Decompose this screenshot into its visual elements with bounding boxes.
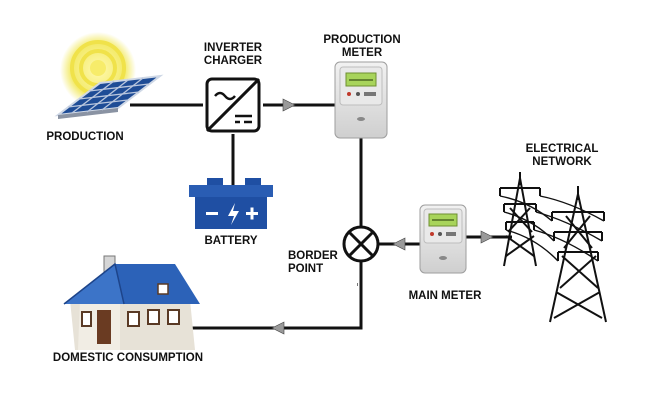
- inverter-label-line1: INVERTER: [203, 42, 263, 54]
- solar-panel-icon: [54, 74, 164, 119]
- power-wires: [499, 195, 605, 262]
- electrical-network-icon: [499, 172, 607, 323]
- stray-mark: [357, 283, 358, 286]
- arrow-to-border-point: [392, 237, 406, 251]
- domestic-consumption-label-text: DOMESTIC CONSUMPTION: [52, 352, 204, 364]
- production-meter-label-line1: PRODUCTION: [323, 34, 401, 46]
- inverter-charger-icon: [205, 77, 261, 133]
- production-meter-label-line2: METER: [341, 47, 383, 59]
- flow-arrows: [271, 98, 494, 335]
- arrow-to-production-meter: [282, 98, 296, 112]
- pylon-right: [549, 186, 607, 323]
- border-point-label-line2: POINT: [288, 263, 324, 275]
- line-border-to-house: [190, 261, 363, 330]
- electrical-network-label-line1: ELECTRICAL: [525, 143, 599, 155]
- production-meter-label: PRODUCTION METER: [320, 34, 404, 60]
- battery-icon: [189, 178, 273, 229]
- border-point-icon: [342, 225, 380, 263]
- battery-label-text: BATTERY: [204, 235, 258, 247]
- battery-label: BATTERY: [194, 235, 268, 248]
- main-meter-label: MAIN METER: [400, 290, 490, 303]
- arrow-to-house: [271, 321, 285, 335]
- arrow-to-network: [480, 230, 494, 244]
- domestic-consumption-label: DOMESTIC CONSUMPTION: [38, 352, 218, 365]
- production-label-text: PRODUCTION: [46, 131, 124, 143]
- main-meter-icon: [419, 204, 467, 274]
- electrical-network-label: ELECTRICAL NETWORK: [516, 143, 608, 169]
- production-label: PRODUCTION: [41, 131, 129, 144]
- electrical-network-label-line2: NETWORK: [532, 156, 592, 168]
- production-meter-icon: [334, 61, 388, 139]
- border-point-label: BORDER POINT: [288, 250, 348, 276]
- pylon-left: [499, 172, 541, 267]
- house-icon: [63, 255, 200, 350]
- border-point-label-line1: BORDER: [288, 250, 338, 262]
- inverter-label-line2: CHARGER: [203, 55, 263, 67]
- inverter-charger-label: INVERTER CHARGER: [200, 42, 266, 68]
- main-meter-label-text: MAIN METER: [408, 290, 482, 302]
